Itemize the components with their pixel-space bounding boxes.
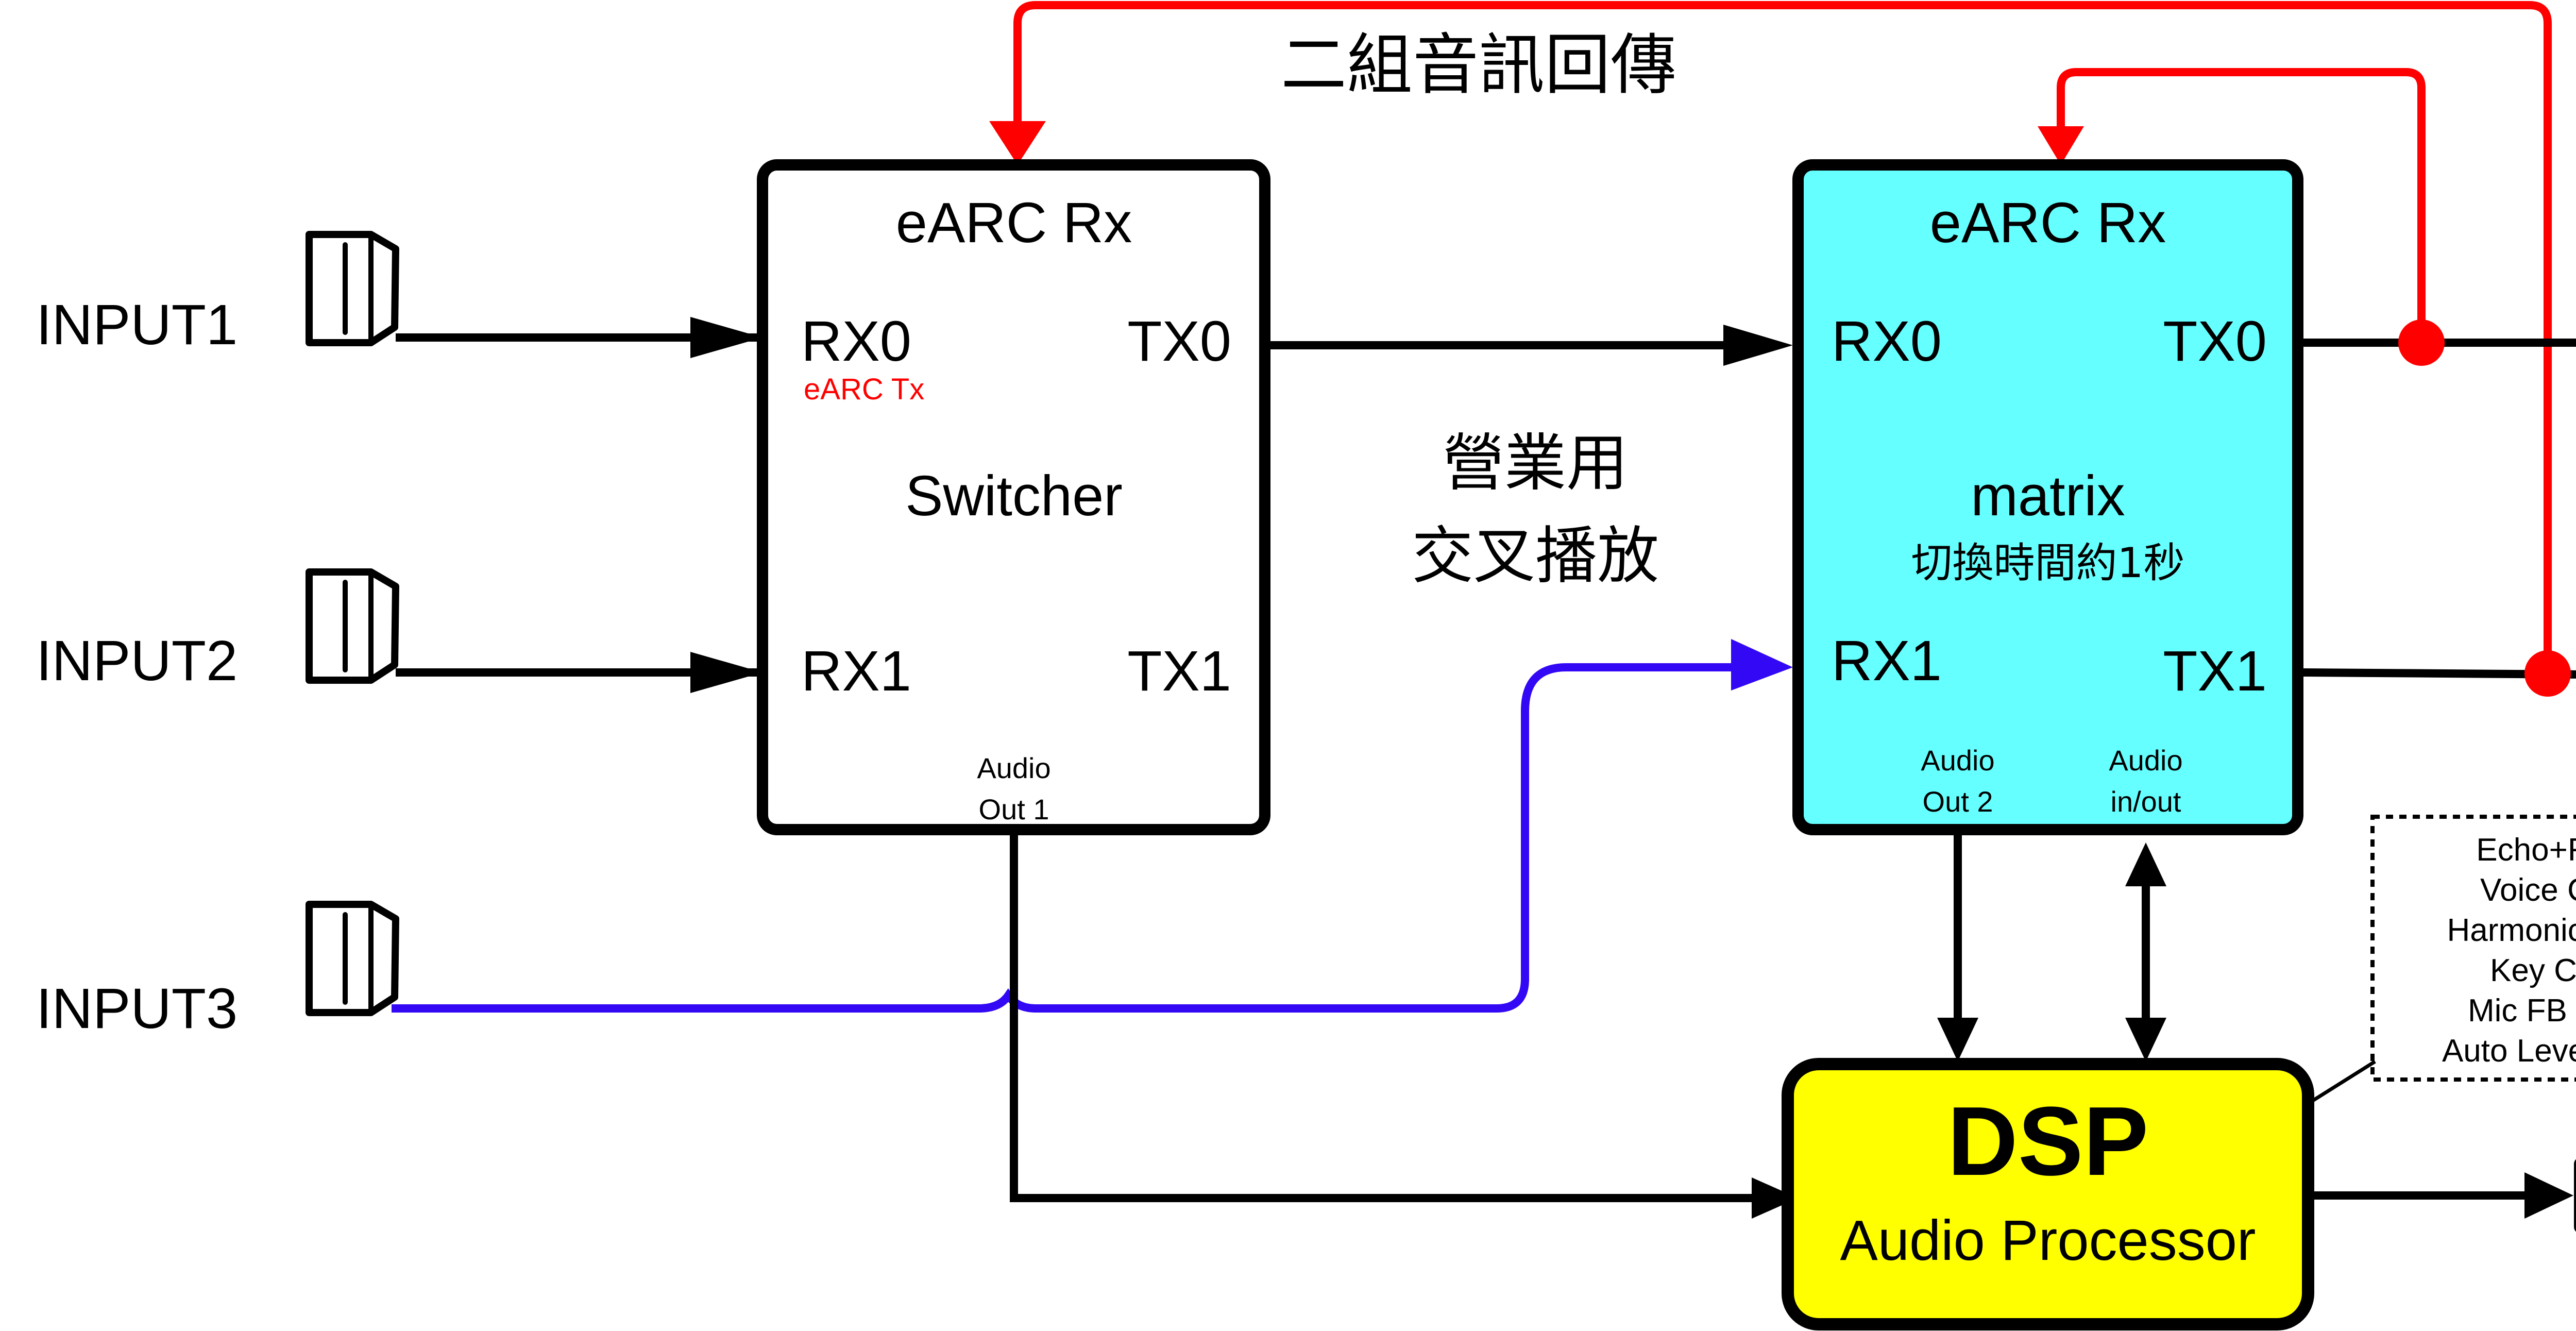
feedback-line-tv2-to-switcher (1013, 1, 2552, 676)
matrix-name: matrix (1971, 464, 2125, 528)
dsp-features-box: Echo+Reverb Voice Cancel Harmonic+Excite… (2370, 815, 2576, 1082)
arrow-head (1752, 1177, 1798, 1219)
input1-label: INPUT1 (36, 293, 238, 357)
matrix-audio-out-label-1: Audio (1921, 744, 1994, 777)
matrix-audio-io-label-2: in/out (2111, 785, 2181, 818)
hdmi-port-icon (306, 231, 399, 346)
hdmi-port-icon (306, 568, 399, 684)
wire-switcher-audio-out-to-dsp (1010, 835, 1752, 1202)
switcher-rx1-label: RX1 (801, 639, 911, 703)
switcher-tx0-label: TX0 (1127, 310, 1231, 373)
arrow-head (1937, 1018, 1978, 1062)
dsp-feature-item: Harmonic+Exciter (2447, 913, 2576, 948)
input2-connector: INPUT2 (36, 568, 399, 693)
feedback-line-tv1-to-matrix (2057, 68, 2426, 343)
switcher-tx1-label: TX1 (1127, 639, 1231, 703)
dsp-block: DSP Audio Processor (1782, 1058, 2314, 1330)
dsp-feature-item: Auto Level Control (2442, 1033, 2576, 1069)
cross-play-label-line2: 交叉播放 (1412, 520, 1659, 592)
switcher-rx0-earc-tx-note: eARC Tx (804, 373, 924, 406)
arrow-head (690, 317, 762, 358)
arrow-head (2524, 1172, 2573, 1219)
arrow-head (1731, 639, 1793, 690)
feedback-title: 二組音訊回傳 (1281, 27, 1676, 104)
arrow-head (2125, 843, 2166, 886)
arrow-head (1723, 325, 1793, 366)
dsp-feature-item: Echo+Reverb (2476, 832, 2576, 868)
wire-matrix-tx1-to-tv2 (2303, 668, 2576, 679)
arrow-head (690, 652, 762, 693)
wire-input3-to-matrix-rx1 (392, 663, 1741, 1013)
switcher-name: Switcher (905, 464, 1123, 528)
dsp-title: DSP (1947, 1087, 2149, 1196)
junction-dot-tv1 (2398, 319, 2445, 366)
switcher-audio-out-label-1: Audio (977, 752, 1050, 784)
matrix-audio-io-label-1: Audio (2109, 744, 2182, 777)
dsp-subtitle: Audio Processor (1840, 1209, 2256, 1272)
switcher-audio-out-label-2: Out 1 (979, 793, 1049, 825)
dsp-feature-item: Voice Cancel (2480, 872, 2576, 908)
matrix-switch-time-note: 切換時間約1秒 (1911, 539, 2185, 587)
matrix-rx0-label: RX0 (1832, 310, 1942, 373)
input2-label: INPUT2 (36, 629, 238, 693)
input1-connector: INPUT1 (36, 231, 399, 357)
matrix-tx0-label: TX0 (2163, 310, 2267, 373)
dsp-feature-item: Key Control (2490, 953, 2576, 988)
input3-connector: INPUT3 (36, 901, 399, 1040)
matrix-audio-out-label-2: Out 2 (1923, 785, 1993, 818)
matrix-block: eARC Rx RX0 TX0 matrix 切換時間約1秒 RX1 TX1 A… (1792, 159, 2303, 835)
junction-dot-tv2 (2524, 650, 2571, 697)
feedback-arrow-matrix (2038, 126, 2084, 165)
matrix-rx1-label: RX1 (1832, 629, 1942, 693)
cross-play-label-line1: 營業用 (1443, 428, 1628, 499)
switcher-block: eARC Rx RX0 eARC Tx TX0 Switcher RX1 TX1… (757, 159, 1270, 835)
hdmi-port-icon (306, 901, 399, 1016)
input3-label: INPUT3 (36, 977, 238, 1040)
switcher-rx0-label: RX0 (801, 310, 911, 373)
matrix-tx1-label: TX1 (2163, 639, 2267, 703)
matrix-earc-rx-label: eARC Rx (1930, 191, 2166, 255)
arrow-head (2125, 1018, 2166, 1062)
dsp-feature-item: Mic FB Control (2468, 993, 2576, 1029)
switcher-earc-rx-label: eARC Rx (896, 191, 1132, 255)
feedback-arrow-switcher (989, 121, 1046, 165)
